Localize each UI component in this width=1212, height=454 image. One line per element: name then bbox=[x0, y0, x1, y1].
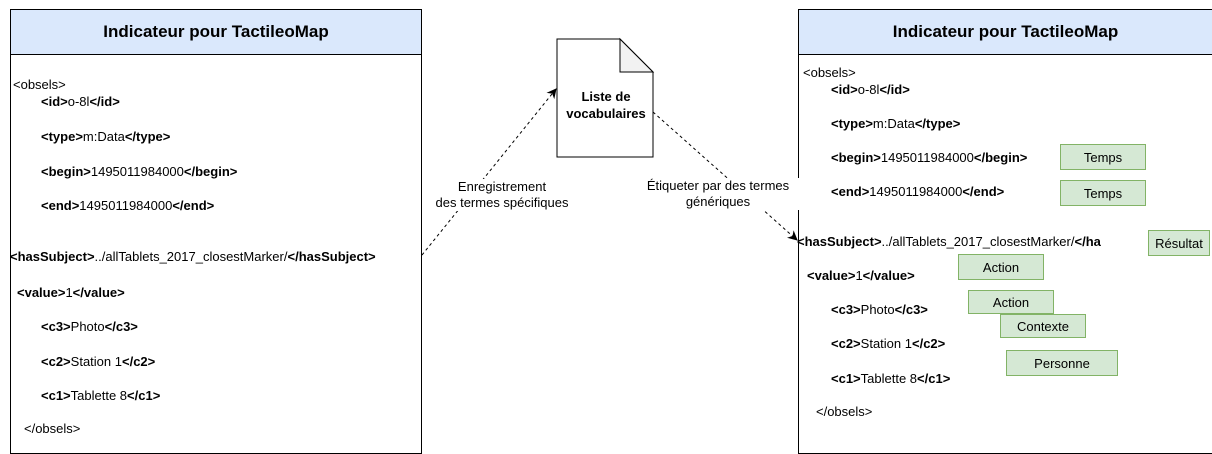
left-line-type: <type>m:Data</type> bbox=[41, 129, 171, 144]
tag-temps-end: Temps bbox=[1060, 180, 1146, 206]
right-line-c3: <c3>Photo</c3> bbox=[831, 302, 928, 317]
right-line-c2: <c2>Station 1</c2> bbox=[831, 336, 946, 351]
left-line-c2: <c2>Station 1</c2> bbox=[41, 354, 156, 369]
left-line-begin: <begin>1495011984000</begin> bbox=[41, 164, 238, 179]
right-line-obsels-close: </obsels> bbox=[816, 404, 873, 419]
right-panel-title: Indicateur pour TactileoMap bbox=[799, 10, 1212, 55]
vocabulary-document-shape bbox=[556, 37, 655, 158]
tag-action-value: Action bbox=[958, 254, 1044, 280]
left-arrow-label: Enregistrement des termes spécifiques bbox=[424, 179, 580, 211]
right-line-type: <type>m:Data</type> bbox=[831, 116, 961, 131]
tag-temps-begin: Temps bbox=[1060, 144, 1146, 170]
right-line-hassubject: <hasSubject>../allTablets_2017_closestMa… bbox=[797, 234, 1101, 249]
left-line-obsels-close: </obsels> bbox=[24, 421, 81, 436]
left-panel-title: Indicateur pour TactileoMap bbox=[11, 10, 421, 55]
left-line-obsels-open: <obsels> bbox=[13, 77, 66, 92]
left-line-c1: <c1>Tablette 8</c1> bbox=[41, 388, 161, 403]
tag-resultat: Résultat bbox=[1148, 230, 1210, 256]
left-line-end: <end>1495011984000</end> bbox=[41, 198, 215, 213]
left-line-c3: <c3>Photo</c3> bbox=[41, 319, 138, 334]
arrow-record-specific-terms bbox=[421, 88, 557, 256]
right-line-id: <id>o-8l</id> bbox=[831, 82, 910, 97]
right-line-begin: <begin>1495011984000</begin> bbox=[831, 150, 1028, 165]
tag-contexte: Contexte bbox=[1000, 314, 1086, 338]
tag-action-c3: Action bbox=[968, 290, 1054, 314]
right-line-value: <value>1</value> bbox=[807, 268, 915, 283]
right-line-c1: <c1>Tablette 8</c1> bbox=[831, 371, 951, 386]
left-line-id: <id>o-8l</id> bbox=[41, 94, 120, 109]
left-indicator-panel: Indicateur pour TactileoMap <obsels> <id… bbox=[10, 9, 422, 454]
right-line-obsels-open: <obsels> bbox=[803, 65, 856, 80]
right-arrow-label: Étiqueter par des termes génériques bbox=[634, 178, 802, 210]
left-line-value: <value>1</value> bbox=[17, 285, 125, 300]
vocabulary-document-label: Liste de vocabulaires bbox=[566, 89, 646, 121]
tag-personne: Personne bbox=[1006, 350, 1118, 376]
right-indicator-panel: Indicateur pour TactileoMap bbox=[798, 9, 1212, 454]
left-line-hassubject: <hasSubject>../allTablets_2017_closestMa… bbox=[10, 249, 376, 264]
arrow-label-generic-terms bbox=[652, 111, 798, 241]
right-line-end: <end>1495011984000</end> bbox=[831, 184, 1005, 199]
